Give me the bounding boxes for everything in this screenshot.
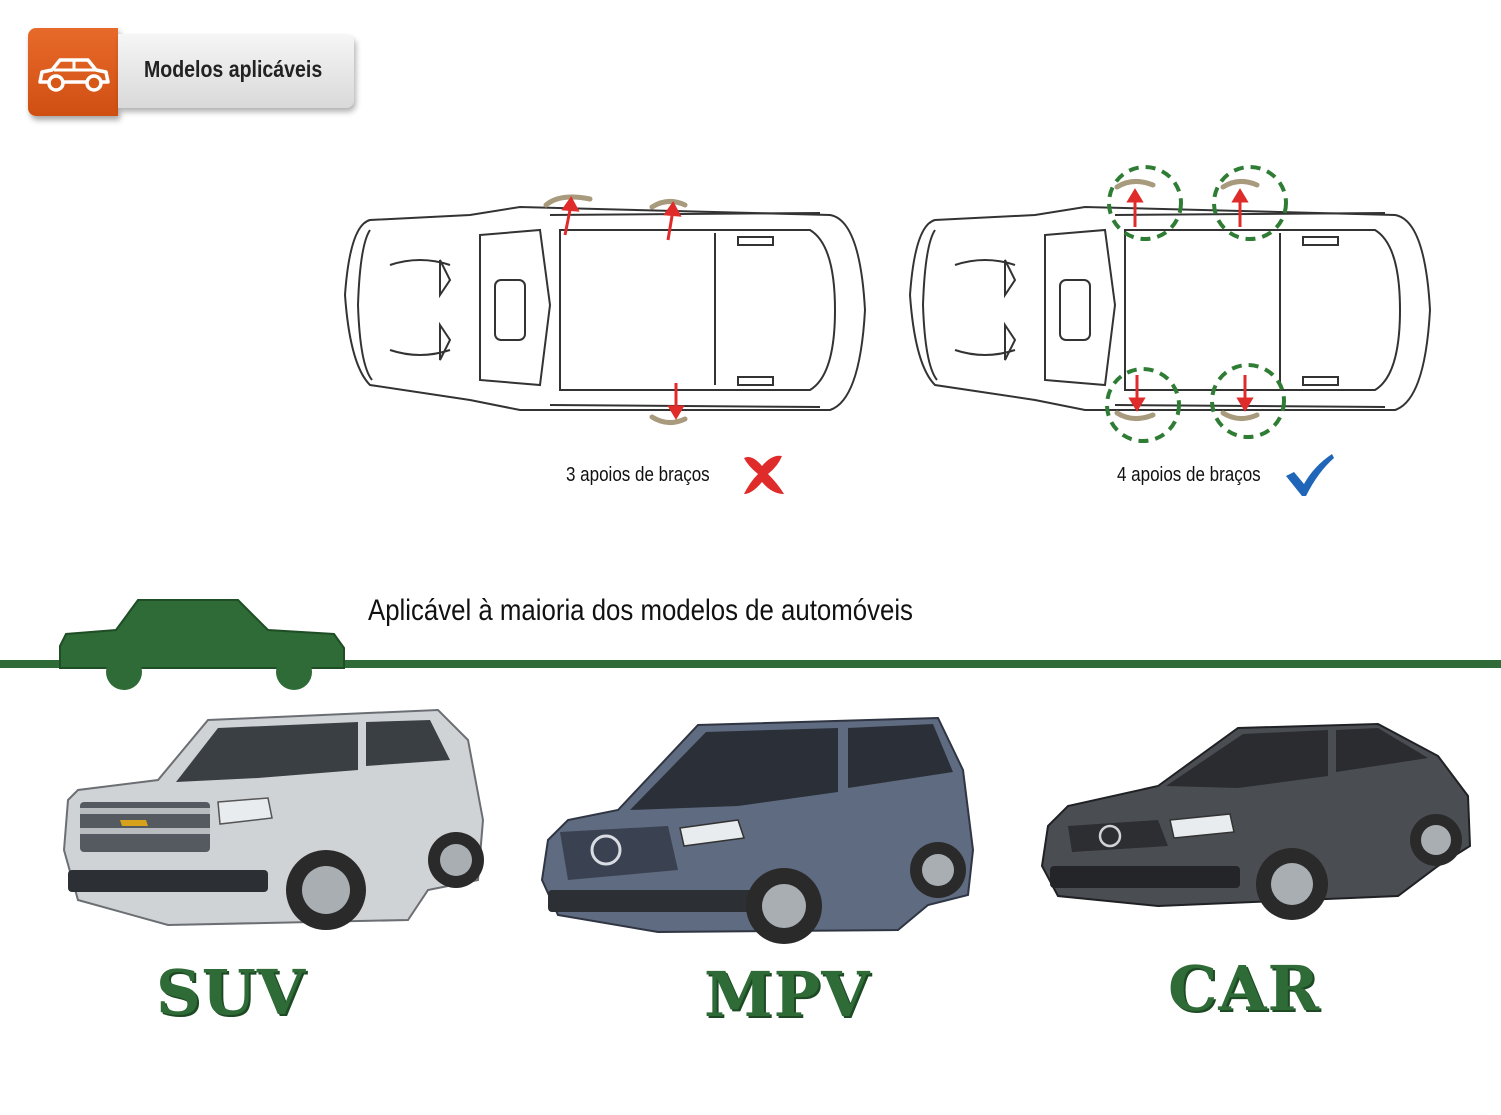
mpv-image (540, 716, 975, 944)
header-label-box: Modelos aplicáveis (118, 34, 354, 108)
vehicle-type-mpv: MPV (704, 958, 871, 1031)
applicability-headline: Aplicável à maioria dos modelos de autom… (368, 594, 913, 627)
vehicle-type-suv: SUV (156, 956, 306, 1029)
section-title: Modelos aplicáveis (144, 56, 323, 82)
diagram-caption-three: 3 apoios de braços (566, 464, 710, 486)
red-x-icon (744, 455, 784, 494)
car-diagram-three-armrests (343, 194, 867, 425)
car-silhouette-icon (59, 599, 345, 690)
car-outline-icon (38, 58, 110, 92)
suv-image (62, 708, 485, 930)
blue-check-icon (1286, 454, 1334, 496)
vehicle-type-car: CAR (1168, 952, 1320, 1025)
car-diagram-four-armrests (908, 165, 1432, 443)
banner-line (0, 660, 1501, 668)
header-icon-box (28, 28, 118, 116)
section-header-badge: Modelos aplicáveis (28, 28, 356, 116)
diagram-caption-four: 4 apoios de braços (1117, 464, 1261, 486)
car-image (1040, 722, 1472, 920)
